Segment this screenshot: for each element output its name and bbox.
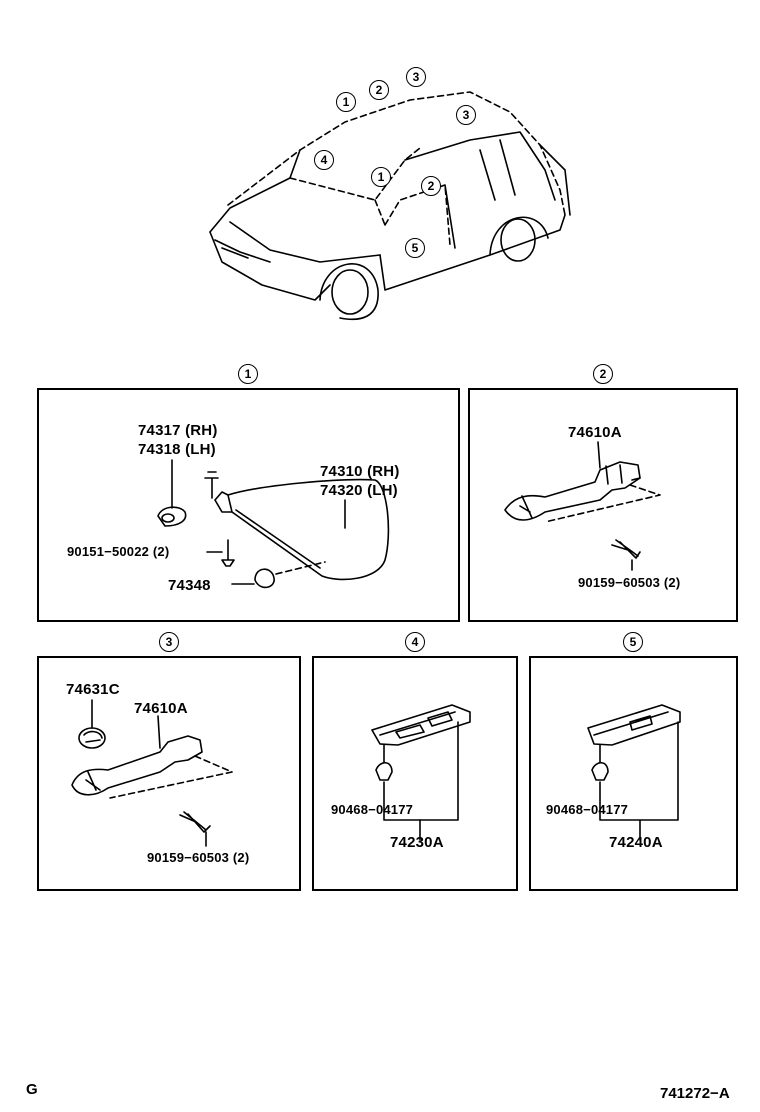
part-74240a-label: 74240A (609, 834, 663, 851)
figure-code: 741272−A (660, 1085, 730, 1102)
section-1-callout: 1 (238, 364, 258, 384)
overview-callout-1a: 1 (336, 92, 356, 112)
part-74631c-label: 74631C (66, 681, 120, 698)
section-4-callout: 4 (405, 632, 425, 652)
overview-callout-5: 5 (405, 238, 425, 258)
section-3-box (37, 656, 301, 891)
part-90468-04177-label-2: 90468−04177 (546, 802, 629, 817)
sun-visor-illustration (157, 459, 390, 589)
section-4-box (312, 656, 518, 891)
section-3-callout: 3 (159, 632, 179, 652)
part-74310-label: 74310 (RH) (320, 463, 400, 480)
part-74230a-label: 74230A (390, 834, 444, 851)
section-2-callout: 2 (593, 364, 613, 384)
assist-grip-3-illustration (71, 699, 233, 847)
overview-callout-4: 4 (314, 150, 334, 170)
section-2-box (468, 388, 738, 622)
overview-callout-3b: 3 (456, 105, 476, 125)
part-74318-label: 74318 (LH) (138, 441, 216, 458)
overview-callout-2b: 2 (421, 176, 441, 196)
part-74320-label: 74320 (LH) (320, 482, 398, 499)
part-90159-60503-label: 90159−60503 (2) (578, 575, 681, 590)
section-letter: G (26, 1081, 38, 1098)
assist-grip-2-illustration (504, 441, 661, 571)
part-74317-label: 74317 (RH) (138, 422, 218, 439)
part-90159-60503-label-2: 90159−60503 (2) (147, 850, 250, 865)
section-5-box (529, 656, 738, 891)
overview-callout-1b: 1 (371, 167, 391, 187)
part-74610a-label: 74610A (568, 424, 622, 441)
overview-callout-3a: 3 (406, 67, 426, 87)
section-5-callout: 5 (623, 632, 643, 652)
vehicle-illustration (209, 91, 571, 321)
part-90151-50022-label: 90151−50022 (2) (67, 544, 170, 559)
part-74610a-label-2: 74610A (134, 700, 188, 717)
section-1-box (37, 388, 460, 622)
part-74348-label: 74348 (168, 577, 211, 594)
part-90468-04177-label: 90468−04177 (331, 802, 414, 817)
room-lamp-4-illustration (371, 704, 471, 841)
room-lamp-5-illustration (587, 704, 681, 841)
overview-callout-2a: 2 (369, 80, 389, 100)
